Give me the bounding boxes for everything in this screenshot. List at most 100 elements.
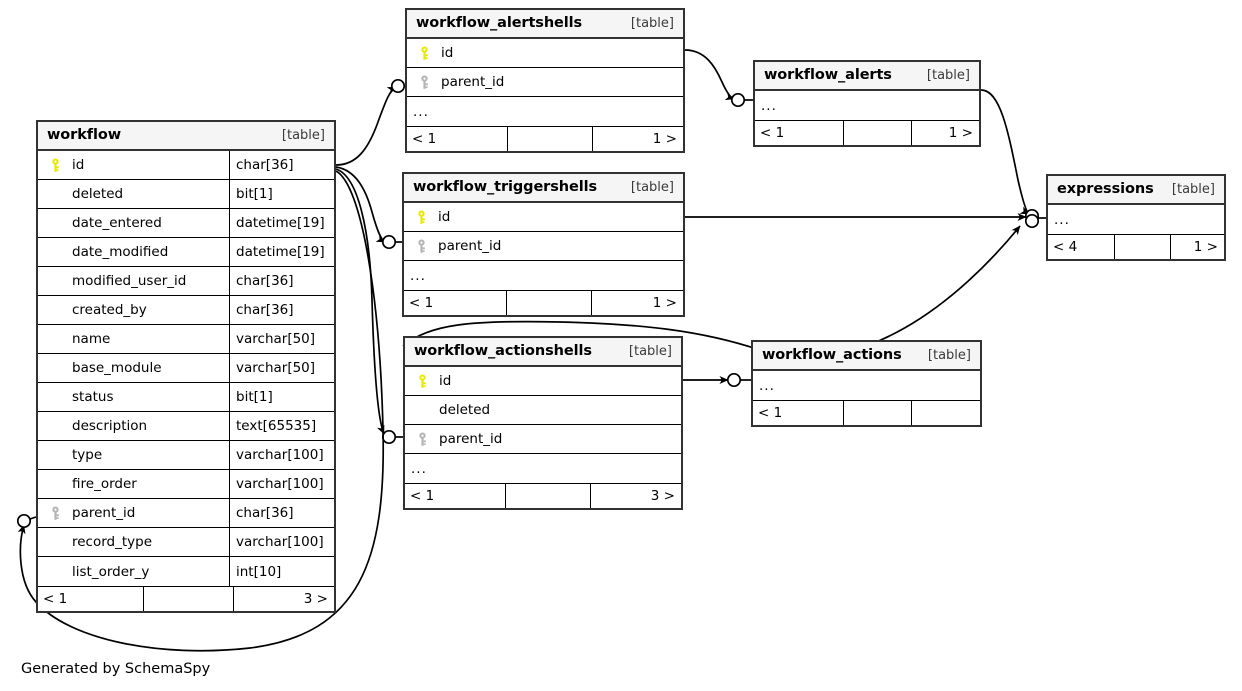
footer-middle bbox=[505, 484, 590, 508]
column-name: modified_user_id bbox=[72, 273, 187, 289]
ellipsis-label: ... bbox=[411, 460, 427, 477]
column-name: id bbox=[439, 373, 452, 389]
table-row[interactable]: id char[36] bbox=[38, 151, 334, 180]
column-name-cell: created_by bbox=[38, 296, 229, 324]
column-name-cell: deleted bbox=[38, 180, 229, 208]
column-type: varchar[100] bbox=[229, 441, 334, 469]
table-header-workflow_triggershells: workflow_triggershells [table] bbox=[404, 174, 683, 203]
column-name: id bbox=[441, 45, 454, 61]
column-name: id bbox=[72, 157, 85, 173]
column-type: varchar[50] bbox=[229, 325, 334, 353]
table-workflow_triggershells[interactable]: workflow_triggershells [table] id parent_id… bbox=[402, 172, 685, 317]
footer-children-count bbox=[911, 401, 980, 425]
table-row[interactable]: deleted bbox=[405, 396, 681, 425]
table-footer-workflow_triggershells: < 1 1 > bbox=[404, 290, 683, 315]
table-row[interactable]: parent_id bbox=[404, 232, 683, 261]
table-kind-label: [table] bbox=[926, 67, 970, 83]
table-workflow_alertshells[interactable]: workflow_alertshells [table] id parent_id..… bbox=[405, 8, 685, 153]
column-name: parent_id bbox=[438, 238, 502, 254]
primary-key-icon bbox=[45, 158, 65, 173]
table-row[interactable]: parent_id bbox=[405, 425, 681, 454]
column-name: date_modified bbox=[72, 244, 169, 260]
edge-alertshells-to-alerts bbox=[684, 49, 735, 101]
footer-parents-count: < 1 bbox=[760, 125, 785, 141]
table-kind-label: [table] bbox=[630, 15, 674, 31]
table-title: workflow_actions bbox=[762, 347, 902, 363]
foreign-key-icon bbox=[411, 239, 431, 254]
column-type: datetime[19] bbox=[229, 238, 334, 266]
column-name-cell: parent_id bbox=[404, 232, 683, 260]
table-row-ellipsis[interactable]: ... bbox=[753, 371, 980, 400]
table-kind-label: [table] bbox=[630, 179, 674, 195]
foreign-key-icon bbox=[412, 432, 432, 447]
table-title: expressions bbox=[1057, 181, 1154, 197]
column-name-cell: id bbox=[38, 151, 229, 179]
column-type: int[10] bbox=[229, 557, 334, 586]
table-workflow_actions[interactable]: workflow_actions[table]...< 1 bbox=[751, 340, 982, 427]
table-title: workflow_triggershells bbox=[413, 179, 597, 195]
footer-children-count: 1 > bbox=[1170, 235, 1224, 259]
table-title: workflow_alerts bbox=[764, 67, 892, 83]
footer-middle bbox=[843, 401, 911, 425]
edge-alerts-to-expressions bbox=[980, 89, 1030, 215]
column-name: record_type bbox=[72, 534, 153, 550]
column-name: id bbox=[438, 209, 451, 225]
footer-children-count: 3 > bbox=[590, 484, 681, 508]
footer-parents-count: < 1 bbox=[410, 488, 435, 504]
table-row[interactable]: id bbox=[405, 367, 681, 396]
column-name-cell: description bbox=[38, 412, 229, 440]
table-row[interactable]: parent_id bbox=[407, 68, 683, 97]
table-row-ellipsis[interactable]: ... bbox=[407, 97, 683, 126]
table-title: workflow bbox=[47, 127, 121, 143]
edge-workflow-to-actionshells bbox=[335, 168, 385, 435]
column-name-cell: name bbox=[38, 325, 229, 353]
table-row[interactable]: list_order_y int[10] bbox=[38, 557, 334, 586]
table-row-ellipsis[interactable]: ... bbox=[404, 261, 683, 290]
table-row[interactable]: date_modified datetime[19] bbox=[38, 238, 334, 267]
table-row-ellipsis[interactable]: ... bbox=[755, 91, 979, 120]
table-header-workflow_alertshells: workflow_alertshells [table] bbox=[407, 10, 683, 39]
table-row[interactable]: record_type varchar[100] bbox=[38, 528, 334, 557]
column-name-cell: deleted bbox=[405, 396, 681, 424]
column-type: char[36] bbox=[229, 151, 334, 179]
column-name: list_order_y bbox=[72, 563, 150, 580]
table-footer-expressions: < 4 1 > bbox=[1048, 234, 1224, 259]
column-type: varchar[100] bbox=[229, 528, 334, 556]
column-name-cell: list_order_y bbox=[38, 557, 229, 586]
table-columns-workflow_alerts: ... bbox=[755, 91, 979, 120]
table-title: workflow_alertshells bbox=[416, 15, 583, 31]
primary-key-icon bbox=[412, 374, 432, 389]
foreign-key-icon bbox=[45, 506, 65, 521]
column-name: fire_order bbox=[72, 476, 137, 492]
column-name-cell: id bbox=[405, 367, 681, 395]
column-name: parent_id bbox=[441, 74, 505, 90]
table-header-workflow_actions: workflow_actions[table] bbox=[753, 342, 980, 371]
table-header-workflow: workflow[table] bbox=[38, 122, 334, 151]
footer-parents-count: < 4 bbox=[1053, 239, 1078, 255]
table-row-ellipsis[interactable]: ... bbox=[1048, 205, 1224, 234]
footer-parents-count: < 1 bbox=[409, 295, 434, 311]
table-row-ellipsis[interactable]: ... bbox=[405, 454, 681, 483]
footer-children-count: 1 > bbox=[591, 291, 683, 315]
table-footer-workflow_actions: < 1 bbox=[753, 400, 980, 425]
ellipsis-label: ... bbox=[410, 267, 426, 284]
table-row[interactable]: id bbox=[407, 39, 683, 68]
table-row[interactable]: id bbox=[404, 203, 683, 232]
